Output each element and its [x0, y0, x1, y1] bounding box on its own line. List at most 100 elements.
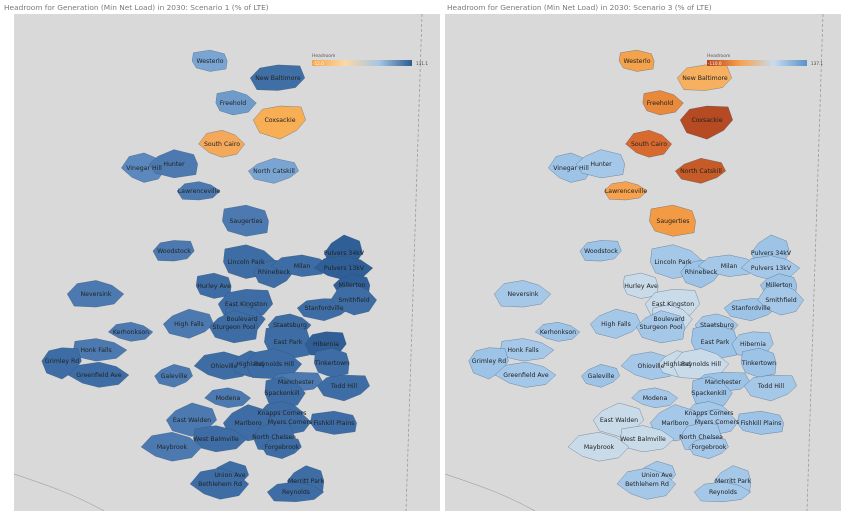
region-label: West Balmville [620, 436, 666, 443]
legend-scenario-3: Headroom -110.0 137.1 [707, 54, 823, 74]
region-label: Woodstock [584, 248, 618, 255]
region-label: Westerlo [623, 58, 650, 65]
region-label: Boulevard [653, 316, 684, 323]
region-hunter[interactable] [148, 149, 198, 179]
region-label: Honk Falls [507, 347, 538, 354]
region-maybrook[interactable] [140, 431, 203, 462]
region-galeville[interactable] [581, 364, 620, 388]
region-westerlo[interactable] [191, 49, 228, 72]
region-north-catskill[interactable] [674, 157, 727, 184]
region-label: Millerton [339, 282, 366, 289]
region-woodstock[interactable] [579, 240, 622, 262]
region-modena[interactable] [204, 387, 252, 409]
region-freehold[interactable] [215, 90, 257, 116]
legend-scenario-1: Headroom -52.0 131.1 [312, 54, 428, 74]
region-maybrook[interactable] [567, 431, 630, 462]
region-label: Merritt Park [715, 478, 751, 485]
region-label: East Park [701, 339, 730, 346]
county-boundary-line [445, 473, 536, 511]
region-north-catskill[interactable] [247, 157, 300, 184]
region-lawrenceville[interactable] [176, 181, 221, 201]
region-todd-hill[interactable] [743, 374, 798, 402]
region-westerlo[interactable] [618, 49, 655, 72]
region-sturgeon-pool[interactable] [635, 310, 685, 344]
region-south-cairo[interactable] [198, 129, 246, 158]
region-bethlehem-rd[interactable] [616, 467, 677, 500]
legend-title: Headroom [312, 54, 336, 59]
region-label: Maybrook [157, 444, 188, 451]
region-south-cairo[interactable] [625, 129, 673, 158]
region-label: Knapps Corners [685, 410, 734, 417]
map-title-scenario-3: Headroom for Generation (Min Net Load) i… [447, 3, 712, 12]
region-sturgeon-pool[interactable] [208, 310, 258, 344]
region-west-balmville[interactable] [620, 425, 675, 453]
region-todd-hill[interactable] [316, 374, 371, 402]
region-label: Tinkertown [741, 360, 776, 367]
region-lawrenceville[interactable] [603, 181, 648, 201]
region-kerhonkson[interactable] [534, 321, 581, 342]
region-label: South Cairo [631, 141, 667, 148]
region-west-balmville[interactable] [193, 425, 248, 453]
region-label: North Catskill [680, 168, 722, 175]
region-label: Boulevard [226, 316, 257, 323]
region-high-falls[interactable] [589, 308, 642, 339]
region-label: Neversink [81, 291, 112, 298]
region-saugerties[interactable] [649, 204, 696, 237]
region-label: Spackenkill [692, 390, 727, 397]
region-label: Tinkertown [314, 360, 349, 367]
region-new-baltimore[interactable] [249, 64, 306, 91]
region-label: Highland [663, 361, 691, 368]
region-label: Westerlo [196, 58, 223, 65]
region-label: Rhinebeck [258, 269, 291, 276]
region-label: Bethlehem Rd [198, 481, 242, 488]
region-galeville[interactable] [154, 364, 193, 388]
region-forgebrook[interactable] [261, 438, 302, 459]
region-label: Fishkill Plains [741, 420, 782, 427]
region-reynolds[interactable] [693, 481, 752, 503]
region-milan[interactable] [270, 254, 333, 277]
region-label: Knapps Corners [258, 410, 307, 417]
region-neversink[interactable] [493, 280, 552, 308]
region-label: Rhinebeck [685, 269, 718, 276]
region-label: Vinegar Hill [126, 165, 162, 172]
region-milan[interactable] [697, 254, 760, 277]
region-reynolds[interactable] [266, 481, 325, 503]
region-high-falls[interactable] [162, 308, 215, 339]
region-label: Freehold [220, 100, 247, 107]
region-hunter[interactable] [575, 149, 625, 179]
region-modena[interactable] [631, 387, 679, 409]
region-bethlehem-rd[interactable] [189, 467, 250, 500]
county-boundary-line [405, 14, 423, 511]
region-label: Greenfield Ave [76, 372, 122, 379]
region-label: Forgebrook [265, 444, 300, 451]
region-neversink[interactable] [66, 280, 125, 308]
region-coxsackie[interactable] [252, 105, 306, 140]
region-smithfield[interactable] [330, 284, 378, 316]
region-saugerties[interactable] [222, 204, 269, 237]
region-label: Spackenkill [265, 390, 300, 397]
legend-color-ramp [312, 60, 412, 66]
legend-title: Headroom [707, 54, 731, 59]
region-label: Union Ave [641, 472, 672, 479]
region-woodstock[interactable] [152, 240, 195, 262]
region-label: Smithfield [765, 297, 796, 304]
region-forgebrook[interactable] [688, 438, 729, 459]
region-label: Grimley Rd [45, 358, 80, 365]
region-label: Woodstock [157, 248, 191, 255]
region-label: Hibernia [313, 341, 339, 348]
region-smithfield[interactable] [757, 284, 805, 316]
region-coxsackie[interactable] [679, 105, 733, 140]
region-label: Union Ave [214, 472, 245, 479]
region-freehold[interactable] [642, 90, 684, 116]
region-kerhonkson[interactable] [107, 321, 154, 342]
legend-min-label: -110.0 [708, 60, 722, 66]
region-fishkill-plains[interactable] [737, 410, 784, 435]
region-greenfield-ave[interactable] [494, 361, 557, 388]
region-fishkill-plains[interactable] [310, 410, 357, 435]
region-greenfield-ave[interactable] [67, 361, 130, 388]
region-label: West Balmville [193, 436, 239, 443]
